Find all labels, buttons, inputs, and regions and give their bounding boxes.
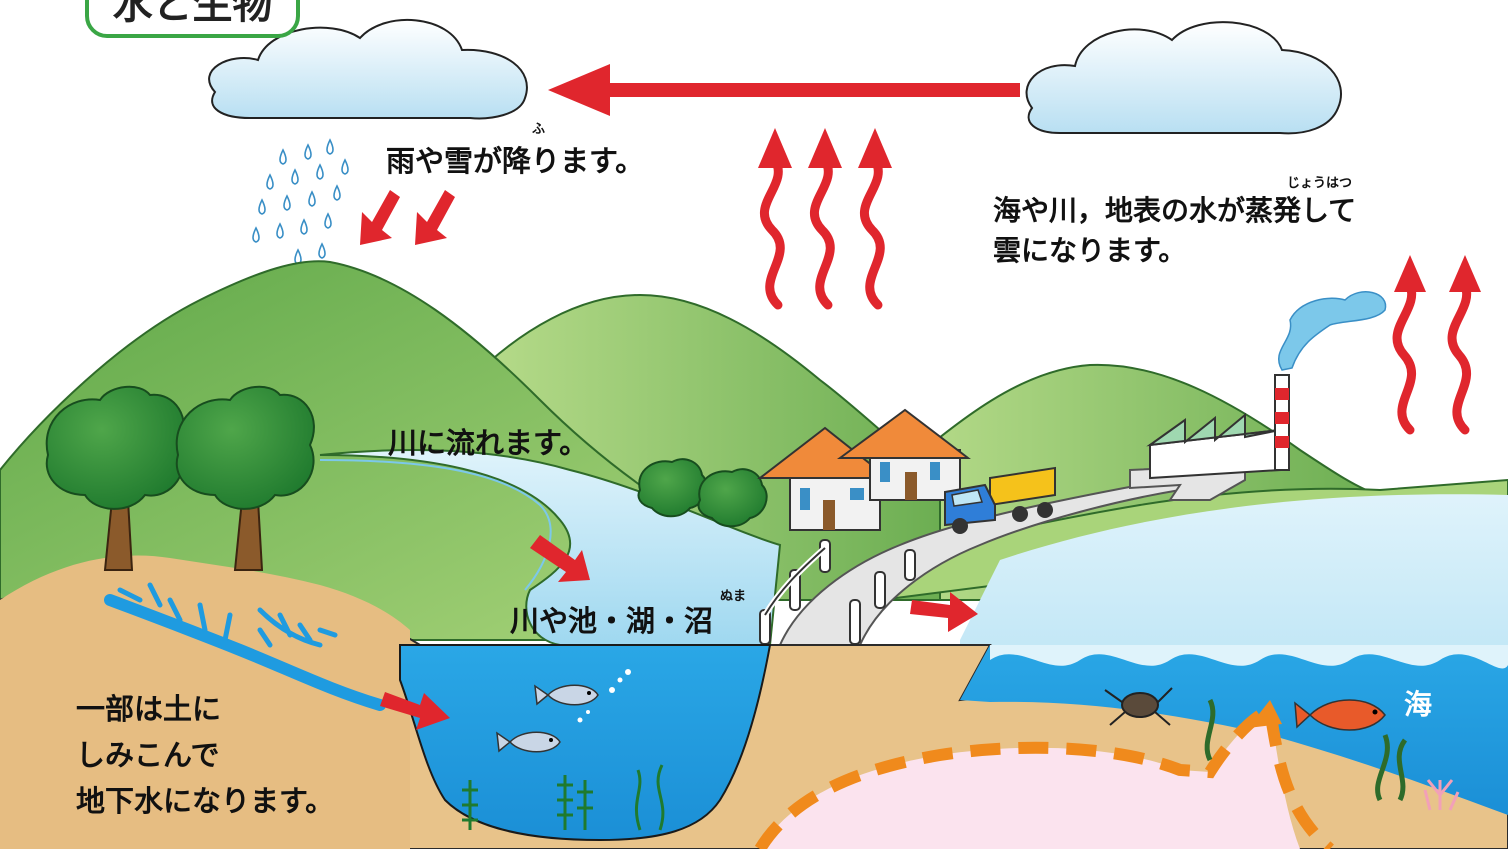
rain-arrow-icon (360, 190, 455, 245)
flow-arrow-icon (380, 535, 978, 730)
tree-icon (175, 385, 315, 571)
fish-icon (534, 684, 599, 706)
lakes-ruby: ぬま (720, 589, 747, 604)
cloud-icon (208, 18, 528, 120)
truck-icon (944, 466, 1056, 534)
groundwater-label-line3: 地下水になります。 (76, 784, 335, 818)
sea-label: 海 (1404, 688, 1433, 721)
groundwater-label-line1: 一部は土に (76, 692, 222, 726)
fish-icon (496, 731, 561, 753)
seaweed-icon (462, 764, 665, 831)
magma-zone (760, 710, 1300, 849)
lakes-label: 川や池・湖・沼 (510, 604, 714, 638)
evaporation-arrow-icon (760, 155, 885, 310)
groundwater-roots (104, 582, 386, 711)
title: 水と生物 (112, 0, 273, 28)
coral-icon (1423, 779, 1460, 811)
pond (399, 644, 772, 842)
house-icon (757, 426, 891, 531)
seaweed-icon (1204, 698, 1408, 802)
rain-ruby: ふ (532, 122, 546, 137)
tree-icon (637, 458, 768, 528)
raindrop-icon (252, 138, 349, 265)
evaporation-arrow-icon (1392, 280, 1472, 435)
sea-water (960, 645, 1508, 815)
river (319, 449, 782, 646)
rain-label: 雨や雪が降ります。 (386, 144, 645, 178)
factory-icon (1146, 291, 1387, 480)
evaporation-ruby: じょうはつ (1287, 176, 1353, 191)
wind-arrow-icon (548, 64, 1020, 116)
evaporation-label-line2: 雲になります。 (993, 234, 1187, 267)
river-label: 川に流れます。 (388, 426, 589, 460)
groundwater-label-line2: しみこんで (76, 738, 220, 772)
cloud-icon (1025, 21, 1342, 135)
evaporation-label-line1: 海や川，地表の水が蒸発して (993, 194, 1357, 227)
fish-icon (1294, 699, 1386, 731)
title-badge: 水と生物 (85, 0, 300, 38)
underground-flow-dashed (754, 702, 1334, 849)
crab-icon (1104, 687, 1173, 726)
house-icon (836, 408, 971, 501)
